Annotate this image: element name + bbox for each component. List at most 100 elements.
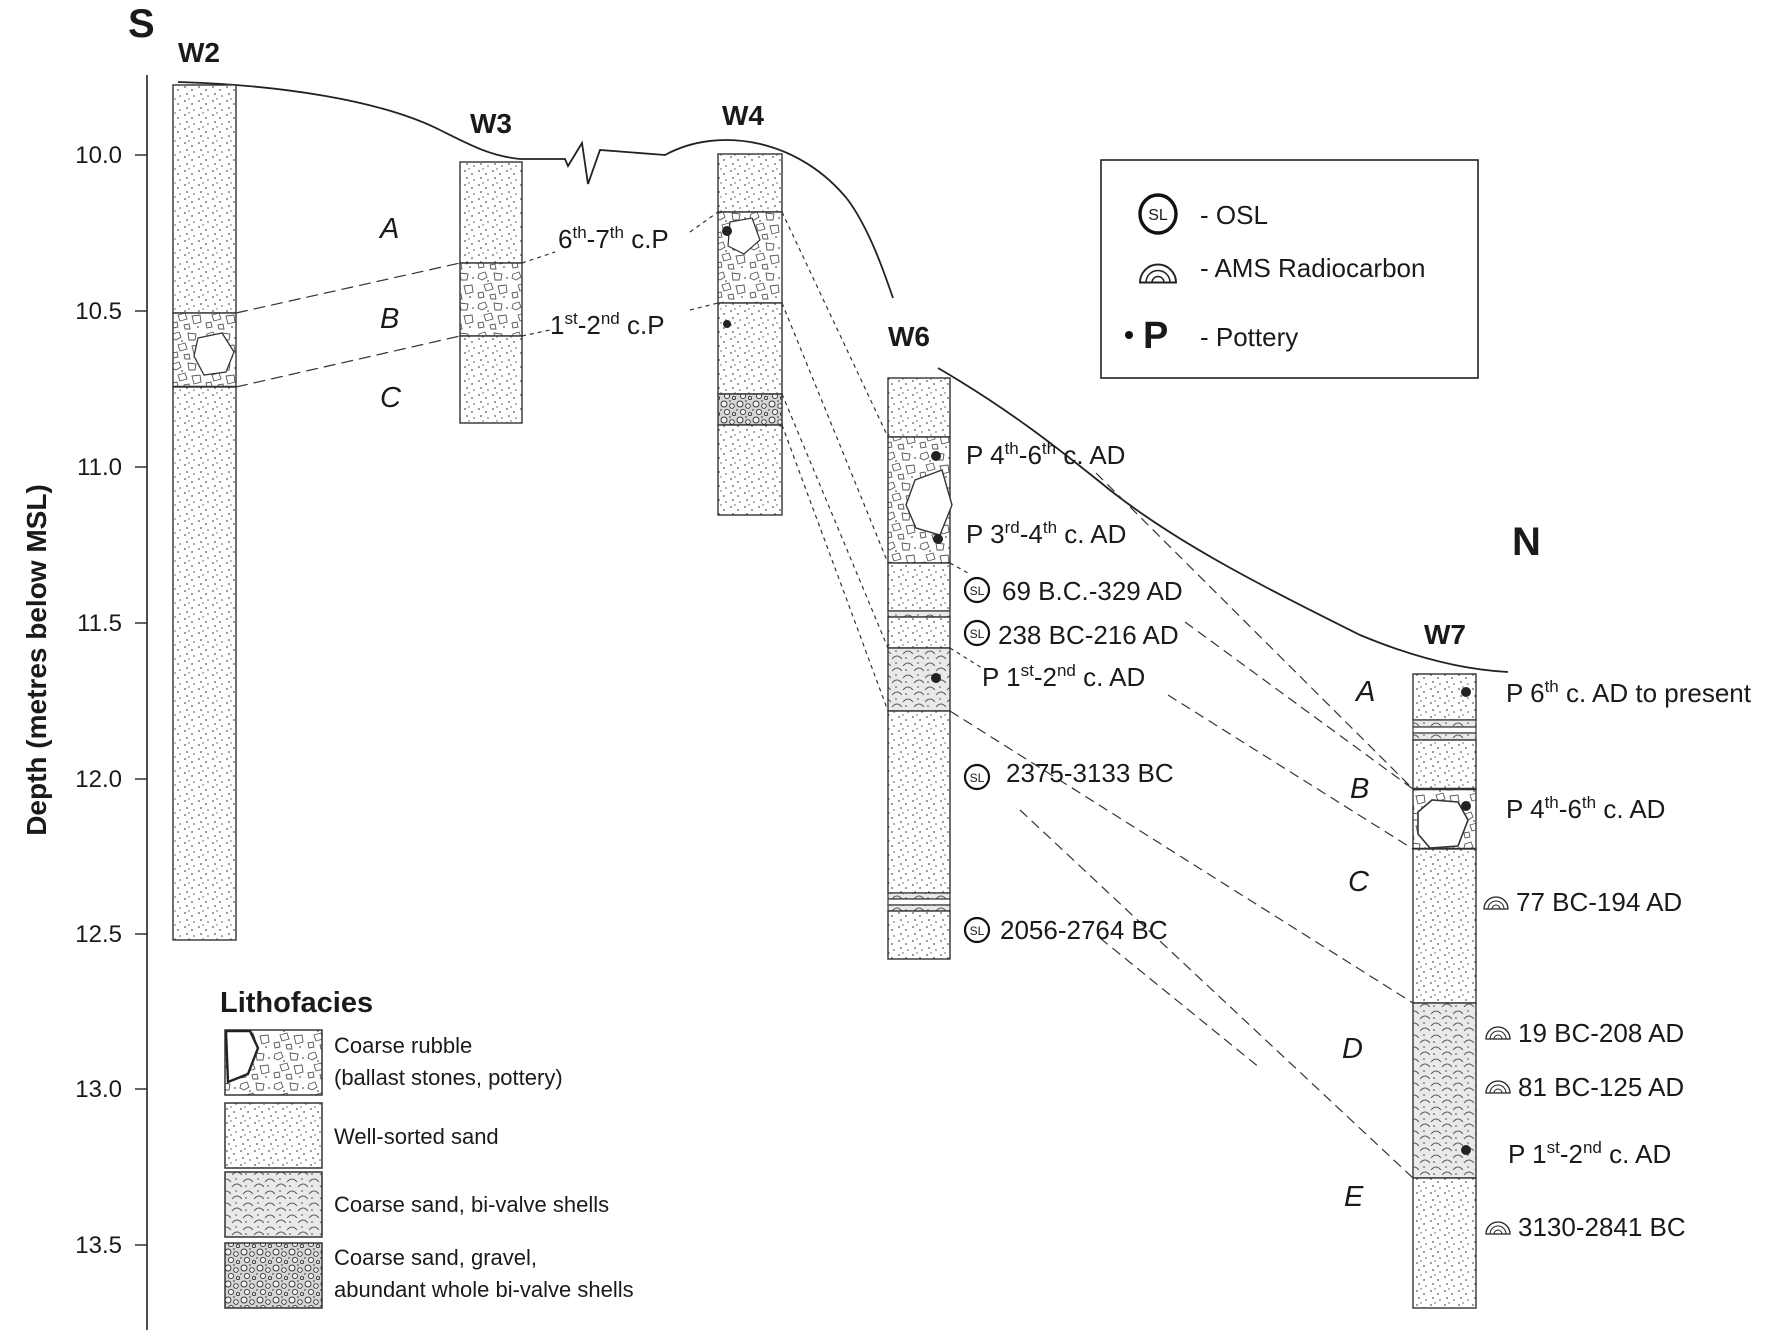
pottery-date-label: 6th-7th c.P (558, 223, 669, 254)
well-w6: W6 (887, 321, 953, 960)
pottery-date-label: P 4th-6th c. AD (1506, 793, 1665, 824)
svg-text:SL: SL (970, 771, 985, 785)
tick-label: 12.0 (75, 766, 122, 793)
layer-sand (1412, 848, 1477, 1004)
symbol-legend: SL - OSL - AMS Radiocarbon P - Pottery (1100, 159, 1479, 379)
ams-date-label: 77 BC-194 AD (1516, 887, 1682, 917)
tick-label: 10.0 (75, 142, 122, 169)
pottery-date-label: P 4th-6th c. AD (966, 439, 1125, 470)
pottery-date-label: 1st-2nd c.P (550, 309, 665, 340)
pottery-date-label: P 1st-2nd c. AD (1508, 1138, 1671, 1169)
tick-label: 11.5 (77, 610, 122, 637)
pottery-dot (723, 320, 731, 328)
correlation-line (949, 710, 1414, 1004)
legend-sand-label: Well-sorted sand (334, 1124, 499, 1149)
layer-sand (887, 910, 951, 960)
layer-rubble (459, 262, 523, 337)
well-w4: W4 (717, 100, 783, 516)
unit-label-b: B (1350, 773, 1369, 805)
osl-date-label: 2375-3133 BC (1006, 758, 1174, 788)
legend-rubble-sublabel: (ballast stones, pottery) (334, 1065, 563, 1090)
layer-sand (717, 424, 783, 516)
correlation-line (235, 262, 461, 314)
svg-text:SL: SL (1148, 207, 1168, 224)
osl-date-label: 238 BC-216 AD (998, 620, 1179, 650)
well-w7: W7 A B C D E (1342, 619, 1477, 1309)
layer-shells (1412, 719, 1477, 728)
correlation-lines (235, 211, 1414, 1179)
pottery-dot (1461, 1145, 1471, 1155)
shell-icon (1483, 896, 1509, 910)
correlation-line (235, 335, 461, 388)
unit-label-a: A (1354, 676, 1375, 708)
layer-sand (1412, 726, 1477, 734)
osl-date-label: 69 B.C.-329 AD (1002, 576, 1183, 606)
correlation-line (1167, 694, 1414, 850)
correlation-line (781, 393, 889, 649)
correlation-line (521, 251, 556, 264)
depth-axis-label: Depth (metres below MSL) (21, 484, 52, 836)
layer-sand (717, 302, 783, 395)
pottery-date-label: P 6th c. AD to present (1506, 677, 1752, 708)
correlation-line (521, 329, 551, 337)
w7-date-labels: P 6th c. AD to present P 4th-6th c. AD 7… (1483, 677, 1752, 1242)
layer-sand (172, 84, 237, 314)
ams-date-label: 81 BC-125 AD (1518, 1072, 1684, 1102)
osl-date-label: 2056-2764 BC (1000, 915, 1168, 945)
correlation-line (781, 424, 889, 712)
ground-surface-line (177, 81, 894, 299)
direction-south: S (128, 2, 155, 46)
layer-sand (459, 161, 523, 264)
correlation-line (949, 562, 969, 574)
lithofacies-legend: Lithofacies Coarse rubble (ballast stone… (220, 987, 634, 1309)
layer-sand (1412, 739, 1477, 790)
ams-date-label: 19 BC-208 AD (1518, 1018, 1684, 1048)
pottery-dot-icon (1125, 331, 1133, 339)
svg-text:SL: SL (970, 584, 985, 598)
correlation-line (781, 302, 889, 564)
layer-sand (887, 377, 951, 438)
correlation-line (1095, 472, 1414, 790)
svg-text:SL: SL (970, 924, 985, 938)
ams-date-label: 3130-2841 BC (1518, 1212, 1686, 1242)
legend-ams-label: - AMS Radiocarbon (1200, 253, 1425, 283)
pottery-dot (722, 226, 732, 236)
swatch-sand (224, 1102, 323, 1169)
unit-label-b: B (380, 303, 399, 335)
layer-shells (887, 610, 951, 618)
unit-label-d: D (1342, 1033, 1363, 1065)
direction-north: N (1512, 520, 1541, 564)
correlation-line (1184, 621, 1414, 790)
well-label-w3: W3 (470, 108, 512, 139)
osl-icon: SL (1138, 193, 1178, 235)
legend-shells-label: Coarse sand, bi-valve shells (334, 1192, 609, 1217)
layer-sand (172, 386, 237, 941)
layer-shells (887, 892, 951, 900)
shell-icon (1485, 1080, 1511, 1094)
ballast-stone (727, 217, 761, 255)
tick-label: 12.5 (75, 921, 122, 948)
tick-label: 10.5 (75, 298, 122, 325)
well-label-w4: W4 (722, 100, 764, 131)
depth-axis-ticks (135, 154, 147, 1246)
swatch-gravel (224, 1242, 323, 1309)
layer-sand (459, 335, 523, 424)
legend-pottery-label: - Pottery (1200, 322, 1298, 352)
tick-label: 13.0 (75, 1076, 122, 1103)
osl-icon: SL (963, 763, 991, 791)
layer-sand (887, 710, 951, 894)
ballast-stone (193, 332, 235, 376)
legend-gravel-label: Coarse sand, gravel, (334, 1245, 537, 1270)
legend-pottery-glyph: P (1143, 315, 1168, 357)
layer-shells (887, 904, 951, 912)
w6-date-labels: P 4th-6th c. AD P 3rd-4th c. AD SL 69 B.… (963, 439, 1183, 945)
osl-icon: SL (963, 619, 991, 647)
layer-gravel (717, 393, 783, 426)
correlation-line (781, 211, 889, 438)
layer-sand (1412, 673, 1477, 721)
pottery-dot (933, 534, 943, 544)
pottery-dot (1461, 801, 1471, 811)
lithofacies-title: Lithofacies (220, 987, 373, 1019)
well-w2: W2 (172, 37, 237, 941)
ground-surface-line-north (937, 367, 1509, 673)
